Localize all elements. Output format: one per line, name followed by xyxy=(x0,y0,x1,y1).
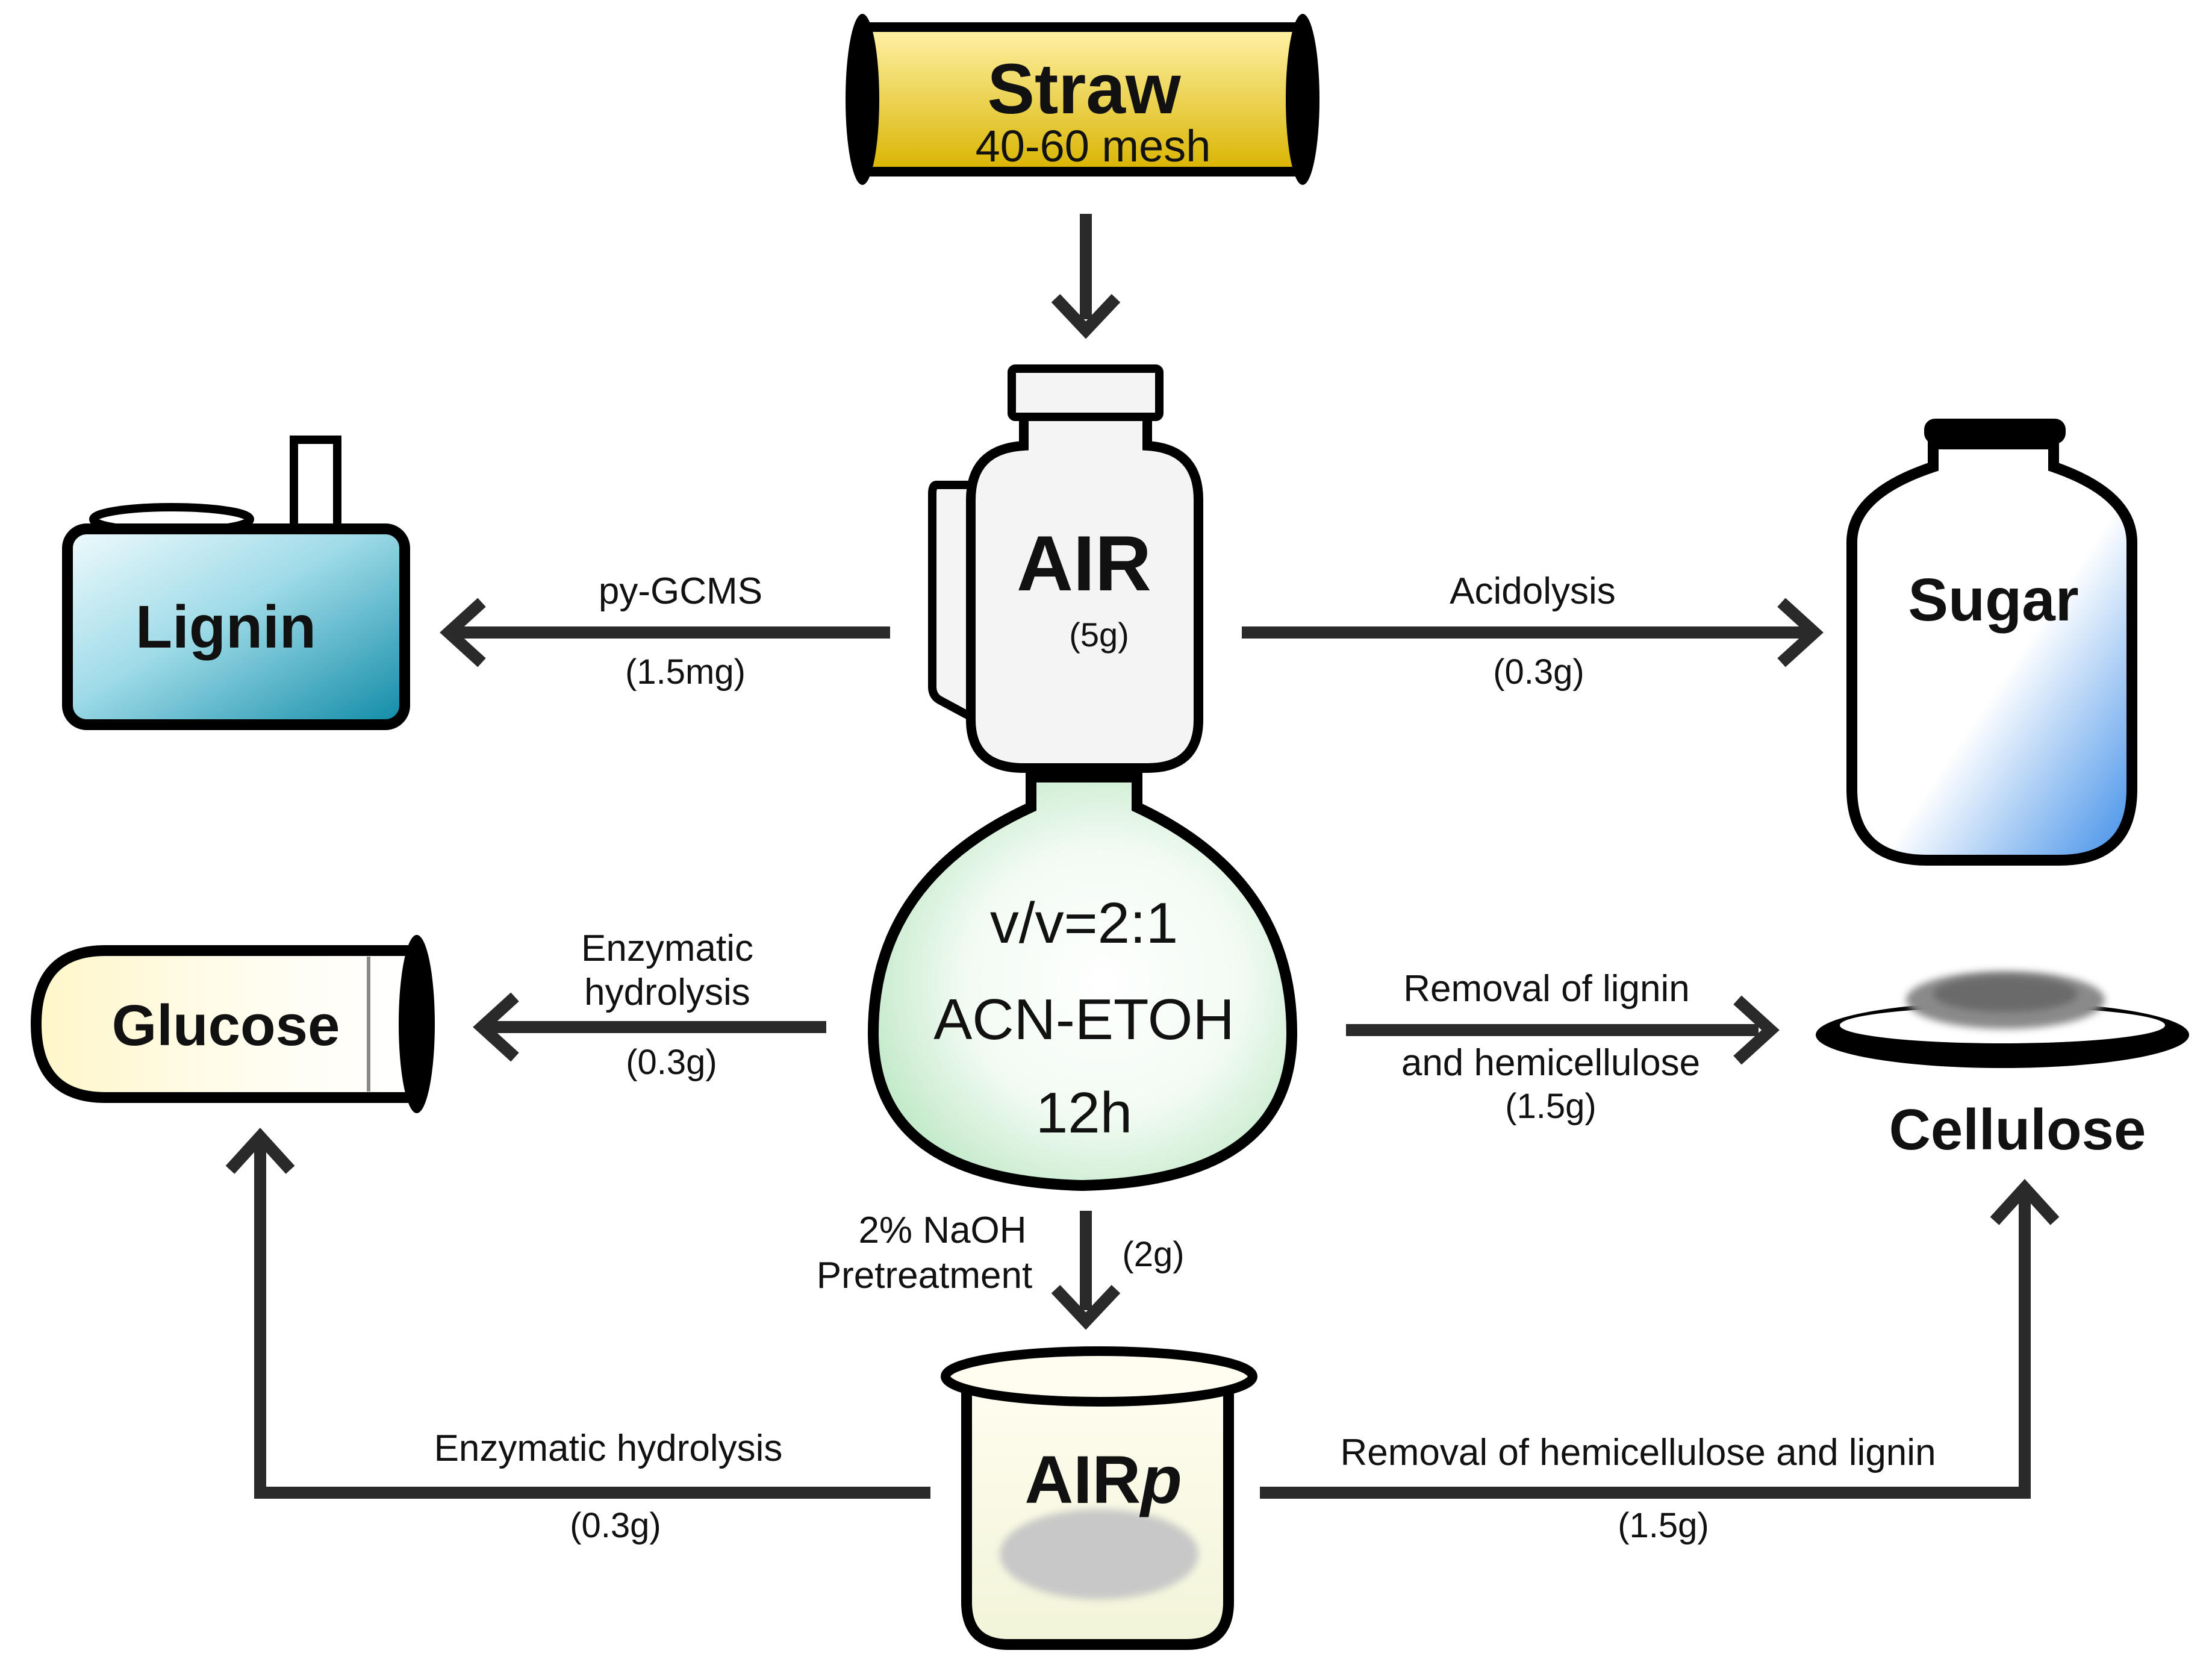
label-flask-enzymatic-1: Enzymatic xyxy=(581,928,753,969)
amount-airp-enzymatic: (0.3g) xyxy=(570,1506,661,1545)
flask-time: 12h xyxy=(1036,1081,1132,1145)
lignin-chimney xyxy=(290,436,341,534)
air-amount: (5g) xyxy=(1069,616,1129,654)
sugar-node: Sugar xyxy=(1846,419,2137,866)
glucose-tube-body xyxy=(30,945,410,1103)
airp-title: AIRp xyxy=(1024,1442,1182,1517)
amount-airp-removal: (1.5g) xyxy=(1618,1506,1709,1545)
flask-node: v/v=2:1 ACN-ETOH 12h xyxy=(867,772,1298,1192)
straw-tube-right-cap xyxy=(1286,14,1319,185)
airp-beaker-rim xyxy=(941,1346,1257,1407)
flask-ratio: v/v=2:1 xyxy=(990,891,1178,955)
amount-flask-enzymatic: (0.3g) xyxy=(626,1043,717,1082)
arrow-air-to-sugar: Acidolysis (0.3g) xyxy=(1242,570,1824,692)
label-flask-removal-1: Removal of lignin xyxy=(1403,968,1690,1010)
straw-tube-left-cap xyxy=(846,14,879,185)
label-airp-enzymatic: Enzymatic hydrolysis xyxy=(434,1428,783,1469)
label-py-gcms: py-GCMS xyxy=(599,570,762,612)
arrow-flask-to-cellulose: Removal of lignin and hemicellulose (1.5… xyxy=(1346,968,1780,1126)
arrow-airp-to-cellulose: Removal of hemicellulose and lignin (1.5… xyxy=(1260,1179,2060,1545)
sugar-jar-lid xyxy=(1924,419,2066,444)
lignin-box xyxy=(62,523,410,730)
arrow-airp-to-glucose: Enzymatic hydrolysis (0.3g) xyxy=(225,1128,930,1545)
cellulose-node: Cellulose xyxy=(1816,971,2189,1162)
amount-acidolysis: (0.3g) xyxy=(1493,652,1584,692)
arrow-straw-to-air xyxy=(1051,214,1121,339)
air-vessel-node: AIR (5g) xyxy=(928,364,1203,773)
glucose-tube-cap xyxy=(399,935,435,1113)
flask-body xyxy=(867,772,1298,1192)
straw-node: Straw 40-60 mesh xyxy=(846,14,1319,185)
air-vessel-handle xyxy=(928,481,973,721)
sugar-title: Sugar xyxy=(1908,566,2078,634)
arrow-flask-to-glucose: Enzymatic hydrolysis (0.3g) xyxy=(473,928,826,1082)
label-flask-removal-2: and hemicellulose xyxy=(1401,1042,1700,1084)
flask-solvent: ACN-ETOH xyxy=(933,987,1235,1052)
straw-title: Straw xyxy=(987,49,1182,129)
airp-node: AIRp xyxy=(941,1346,1257,1650)
straw-subtitle: 40-60 mesh xyxy=(976,121,1211,171)
lignin-title: Lignin xyxy=(136,593,316,661)
sugar-jar-body xyxy=(1846,439,2137,866)
arrow-air-to-lignin: py-GCMS (1.5mg) xyxy=(440,570,890,692)
label-flask-enzymatic-2: hydrolysis xyxy=(584,972,750,1013)
amount-flask-removal: (1.5g) xyxy=(1505,1087,1597,1126)
label-acidolysis: Acidolysis xyxy=(1450,570,1616,612)
label-airp-removal: Removal of hemicellulose and lignin xyxy=(1340,1432,1936,1473)
amount-naoh: (2g) xyxy=(1122,1235,1184,1274)
cellulose-title: Cellulose xyxy=(1889,1098,2146,1162)
airp-powder xyxy=(1000,1509,1198,1599)
glucose-node: Glucose xyxy=(30,935,435,1113)
air-title: AIR xyxy=(1017,519,1151,607)
arrow-flask-to-airp: 2% NaOH Pretreatment (2g) xyxy=(817,1210,1185,1330)
label-naoh: 2% NaOH xyxy=(858,1210,1026,1251)
label-pretreatment: Pretreatment xyxy=(817,1255,1032,1296)
lignin-node: Lignin xyxy=(62,436,410,730)
glucose-title: Glucose xyxy=(112,993,340,1058)
air-vessel-body xyxy=(966,411,1203,773)
air-vessel-lid xyxy=(1008,364,1164,421)
amount-py-gcms: (1.5mg) xyxy=(625,652,746,692)
